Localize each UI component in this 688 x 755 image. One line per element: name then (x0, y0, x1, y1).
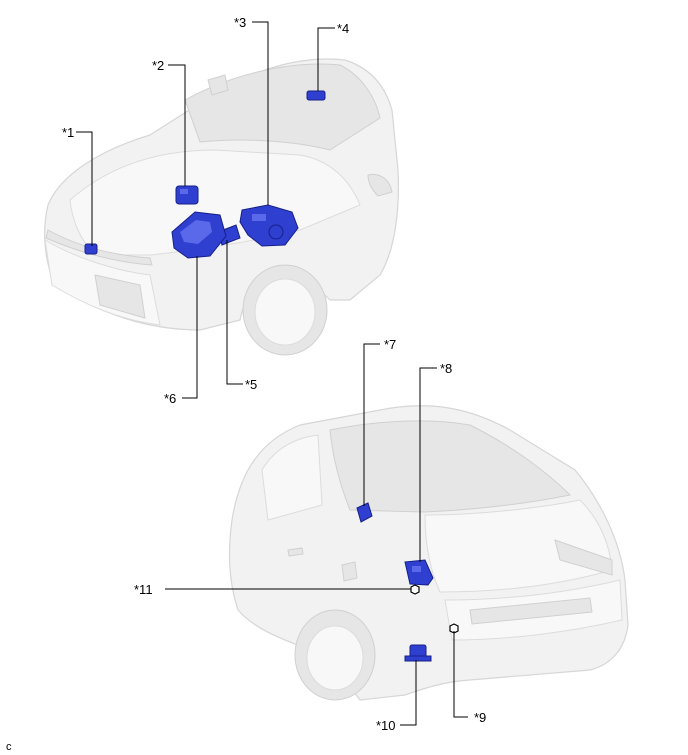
callout-6: *6 (164, 391, 176, 406)
callout-7: *7 (384, 337, 396, 352)
callout-8: *8 (440, 361, 452, 376)
callout-1: *1 (62, 125, 74, 140)
component-windshield-sensor-4 (306, 90, 326, 101)
component-rear-sensor-11 (410, 584, 420, 595)
component-brake-actuator-2 (175, 185, 199, 205)
leader-lines (76, 21, 468, 726)
callout-5: *5 (245, 377, 257, 392)
component-rear-sensor-10 (404, 644, 432, 662)
callout-2: *2 (152, 58, 164, 73)
component-front-sensor-1 (84, 243, 98, 255)
corner-mark: c (6, 741, 12, 753)
component-engine-6 (171, 211, 227, 259)
callout-3: *3 (234, 15, 246, 30)
callout-11: *11 (134, 582, 153, 597)
component-rear-sensor-9 (449, 623, 459, 634)
component-rear-module-8 (404, 559, 434, 586)
callout-9: *9 (474, 710, 486, 725)
component-master-cylinder-3 (239, 204, 299, 247)
callout-4: *4 (337, 21, 349, 36)
callout-10: *10 (376, 718, 396, 733)
front-vehicle-illustration (44, 58, 399, 356)
rear-vehicle-illustration (228, 405, 629, 701)
